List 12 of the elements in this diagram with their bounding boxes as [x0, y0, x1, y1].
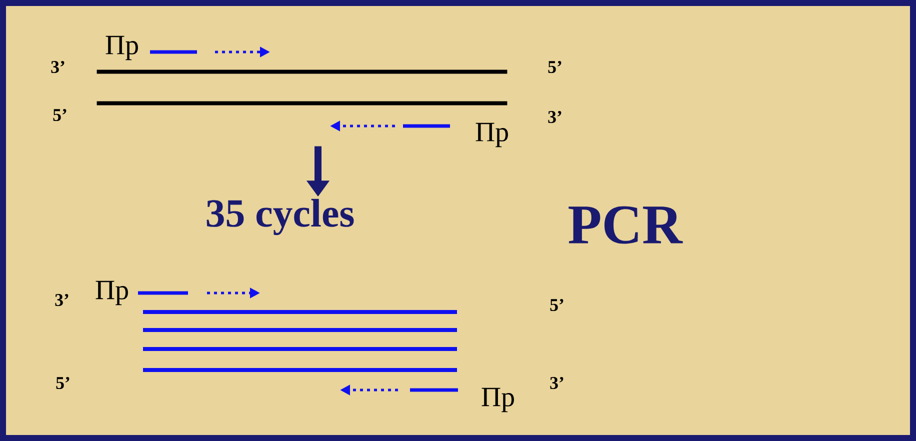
- primer-label: Пр: [482, 388, 514, 412]
- strand-end-label: 3’: [55, 294, 68, 306]
- step-label: 35 cycles: [206, 198, 354, 236]
- strand-end-label: 3’: [550, 376, 564, 390]
- strand-end-label: 5’: [53, 108, 66, 122]
- strand-end-label: 3’: [51, 60, 64, 74]
- strand-end-label: 3’: [548, 110, 562, 124]
- strand-end-label: 5’: [56, 376, 70, 390]
- primer-label: Пр: [96, 280, 128, 306]
- strand-end-label: 5’: [550, 298, 564, 312]
- strand-end-label: 5’: [548, 60, 562, 74]
- title: PCR: [568, 206, 683, 244]
